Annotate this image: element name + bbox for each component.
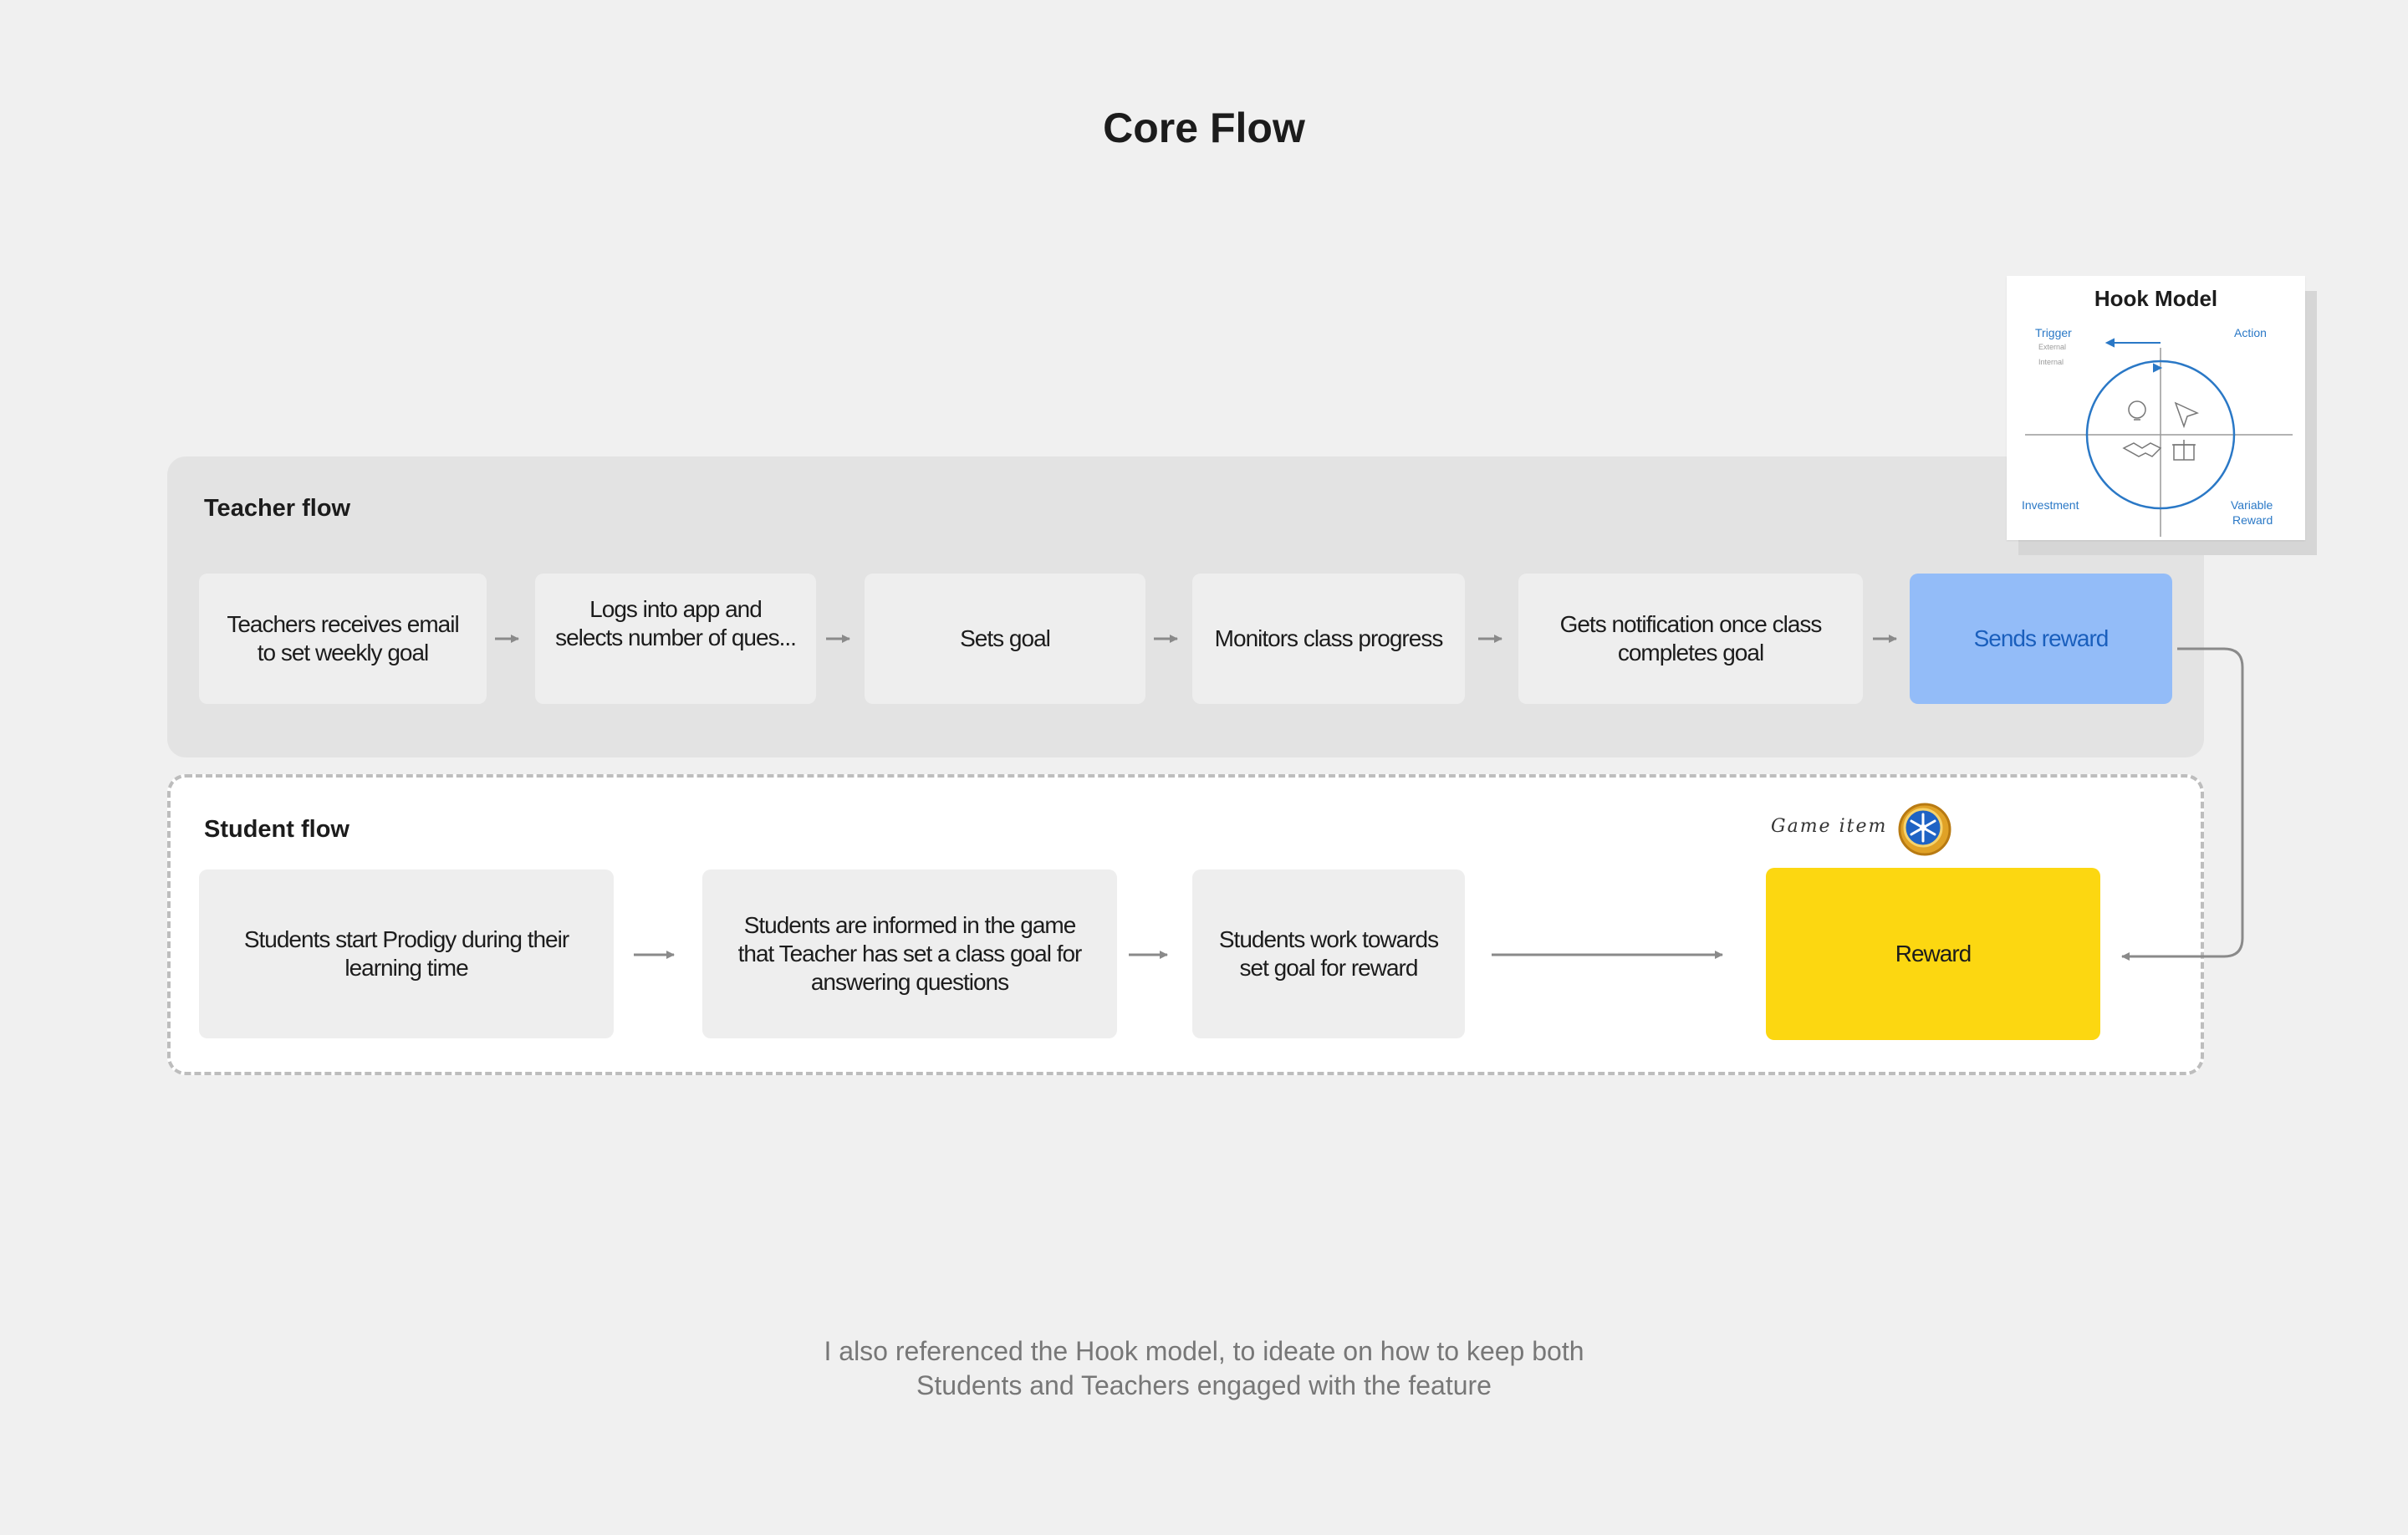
student-step-2-text: Students are informed in the game that T… bbox=[737, 912, 1083, 995]
teacher-step-5-text: Gets notification once class completes g… bbox=[1559, 611, 1823, 666]
hook-model-card[interactable] bbox=[2007, 276, 2305, 540]
lightbulb-icon bbox=[2128, 400, 2146, 419]
hook-trigger-label: Trigger bbox=[2035, 326, 2072, 339]
cursor-icon bbox=[2174, 401, 2200, 429]
caption-line-2: Students and Teachers engaged with the f… bbox=[916, 1370, 1492, 1400]
teacher-step-5[interactable]: Gets notification once class completes g… bbox=[1518, 574, 1863, 704]
teacher-step-2[interactable]: Logs into app and selects number of ques… bbox=[535, 574, 816, 704]
teacher-step-2-text: Logs into app and selects number of ques… bbox=[555, 596, 797, 650]
sends-reward-box[interactable]: Sends reward bbox=[1910, 574, 2172, 704]
student-step-3-text: Students work towards set goal for rewar… bbox=[1218, 926, 1439, 981]
hook-external-label: External bbox=[2038, 343, 2067, 351]
caption-line-1: I also referenced the Hook model, to ide… bbox=[824, 1336, 1584, 1366]
hook-reward-label: Reward bbox=[2232, 513, 2273, 527]
reward-box[interactable]: Reward bbox=[1766, 868, 2100, 1040]
student-step-1[interactable]: Students start Prodigy during their lear… bbox=[199, 869, 614, 1038]
student-step-1-text: Students start Prodigy during their lear… bbox=[243, 926, 569, 981]
teacher-flow-panel bbox=[167, 456, 2204, 757]
hook-internal-label: Internal bbox=[2038, 358, 2064, 366]
game-item-snowflake-icon bbox=[1898, 803, 1951, 856]
teacher-step-4-text: Monitors class progress bbox=[1214, 625, 1444, 651]
page-title: Core Flow bbox=[1103, 105, 1305, 151]
caption: I also referenced the Hook model, to ide… bbox=[0, 1334, 2408, 1403]
hook-variable-label: Variable bbox=[2231, 498, 2273, 512]
game-item-label: Game item bbox=[1771, 816, 1888, 837]
hook-model-title: Hook Model bbox=[2094, 286, 2218, 311]
hook-model-diagram bbox=[2025, 338, 2293, 537]
teacher-step-1[interactable]: Teachers receives email to set weekly go… bbox=[199, 574, 487, 704]
student-step-2[interactable]: Students are informed in the game that T… bbox=[702, 869, 1117, 1038]
reward-text: Reward bbox=[1895, 941, 1972, 966]
reward-connector bbox=[2121, 647, 2244, 961]
sends-reward-text: Sends reward bbox=[1973, 625, 2110, 651]
student-step-3[interactable]: Students work towards set goal for rewar… bbox=[1192, 869, 1465, 1038]
handshake-icon bbox=[2122, 442, 2162, 457]
teacher-flow-label: Teacher flow bbox=[204, 495, 351, 522]
teacher-step-3-text: Sets goal bbox=[960, 625, 1051, 651]
hook-action-label: Action bbox=[2234, 326, 2267, 339]
teacher-step-3[interactable]: Sets goal bbox=[865, 574, 1145, 704]
teacher-step-4[interactable]: Monitors class progress bbox=[1192, 574, 1465, 704]
teacher-step-1-text: Teachers receives email to set weekly go… bbox=[227, 611, 459, 666]
hook-investment-label: Investment bbox=[2022, 498, 2079, 512]
student-flow-label: Student flow bbox=[204, 816, 349, 843]
